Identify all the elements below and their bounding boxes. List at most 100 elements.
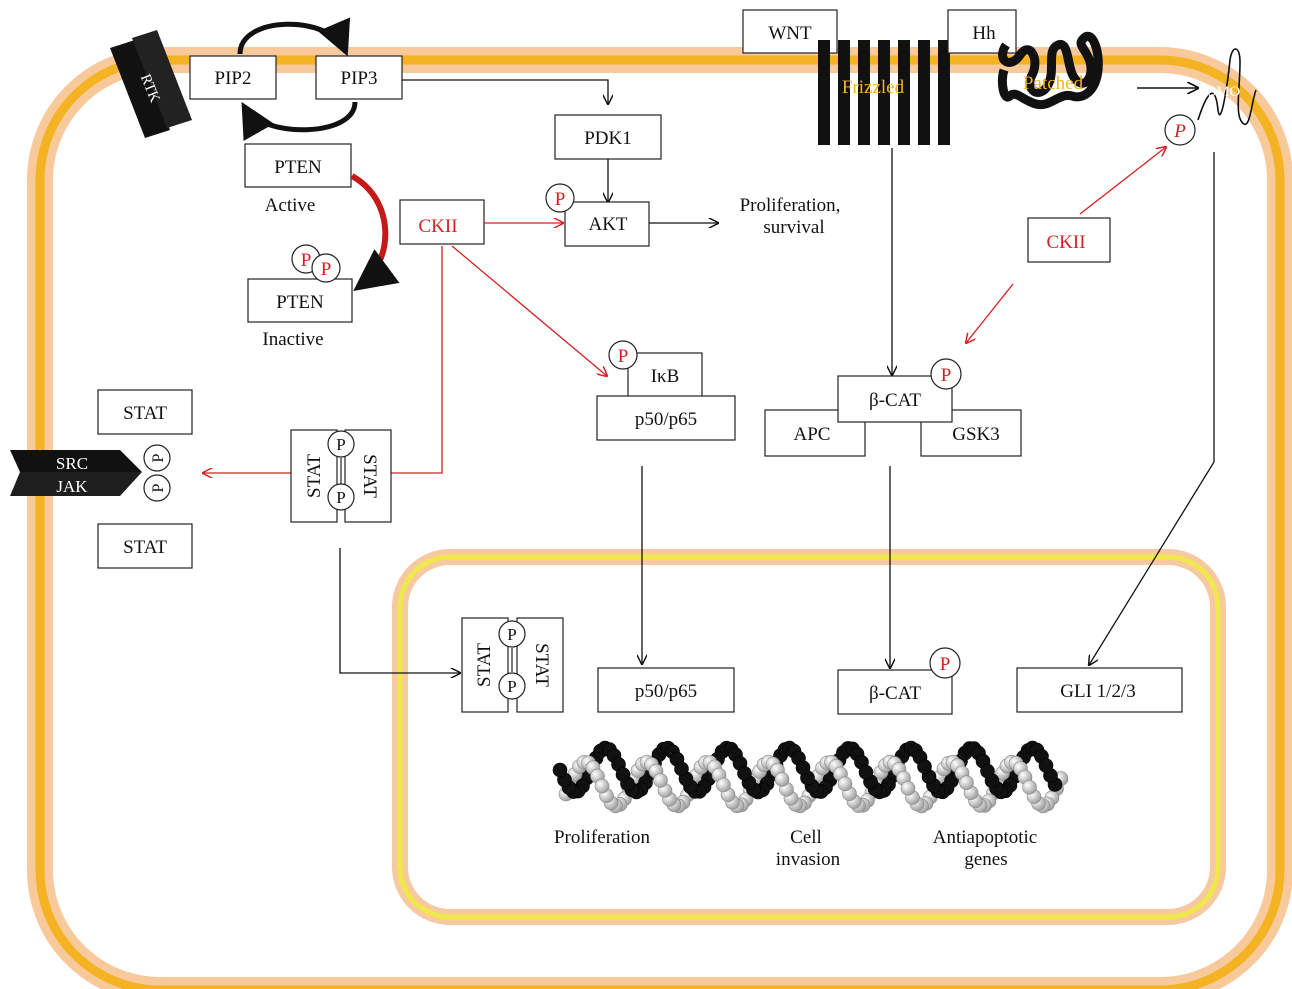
ikb-box: IκB bbox=[627, 352, 703, 398]
bcat-cyto-phospho: P bbox=[930, 358, 962, 390]
nucleus-membrane bbox=[392, 549, 1226, 925]
frizzled-receptor: Frizzled bbox=[818, 40, 950, 145]
stat-dimer-nuc: STAT STAT P P bbox=[461, 617, 564, 713]
svg-text:P: P bbox=[507, 625, 516, 644]
stat-nuclear-translocation-arrow bbox=[339, 548, 460, 673]
dna-bead bbox=[552, 762, 568, 778]
srcjak-phospho-1: P bbox=[143, 444, 171, 472]
dna-bead bbox=[1038, 758, 1054, 773]
pten-active-box: PTEN bbox=[244, 143, 352, 188]
svg-text:P: P bbox=[618, 346, 629, 367]
pip2-label: PIP2 bbox=[215, 68, 252, 89]
gsk3-label: GSK3 bbox=[952, 424, 1000, 445]
pip2-box: PIP2 bbox=[189, 55, 277, 100]
cell-membrane bbox=[27, 47, 1292, 989]
svg-text:P: P bbox=[301, 250, 312, 271]
akt-label: AKT bbox=[588, 214, 627, 235]
ckii-right-label: CKII bbox=[1046, 232, 1085, 253]
bcat-cyto-label: β-CAT bbox=[869, 390, 921, 411]
outcome-cell-invasion-1: Cell bbox=[790, 827, 822, 848]
stat-top-box: STAT bbox=[97, 389, 193, 435]
patched-label: Patched bbox=[1023, 73, 1084, 94]
pten-phospho-2: P bbox=[311, 253, 341, 283]
svg-text:P: P bbox=[336, 435, 345, 454]
smo-phospho: P bbox=[1164, 114, 1196, 146]
dna-bead bbox=[900, 780, 916, 796]
dna-bead bbox=[716, 777, 731, 793]
stat-dimer-left-label: STAT bbox=[304, 454, 325, 498]
pten-inactive-label: PTEN bbox=[276, 292, 324, 313]
outcome-prolif-survival-2: survival bbox=[763, 217, 824, 238]
svg-text:P: P bbox=[555, 189, 566, 210]
svg-text:P: P bbox=[940, 654, 951, 675]
svg-text:P: P bbox=[507, 677, 516, 696]
dna-bead bbox=[837, 776, 853, 792]
pip2-to-pip3-arrow bbox=[237, 17, 350, 57]
p50p65-cyto-label: p50/p65 bbox=[635, 409, 697, 430]
hh-label: Hh bbox=[972, 23, 996, 44]
stat-bottom-box: STAT bbox=[97, 523, 193, 569]
ckii-to-bcat-arrow bbox=[966, 283, 1014, 343]
pip3-label: PIP3 bbox=[341, 68, 378, 89]
ckii-right-box: CKII bbox=[1027, 217, 1111, 263]
srcjak-phospho-2: P bbox=[143, 474, 171, 502]
src-label: SRC bbox=[56, 454, 88, 473]
bcat-nuc-phospho: P bbox=[929, 647, 961, 679]
svg-text:P: P bbox=[321, 259, 332, 280]
pten-inactive-box: PTEN bbox=[247, 278, 353, 323]
smo-receptor: SMO bbox=[1197, 48, 1257, 125]
p50p65-cyto-box: p50/p65 bbox=[596, 395, 736, 441]
gli-label: GLI 1/2/3 bbox=[1060, 681, 1135, 702]
bcat-cyto-box: β-CAT bbox=[837, 375, 953, 423]
pten-active-state: Active bbox=[265, 195, 316, 216]
frizzled-label: Frizzled bbox=[842, 77, 905, 98]
dna-bead bbox=[653, 773, 668, 788]
apc-label: APC bbox=[794, 424, 831, 445]
wnt-label: WNT bbox=[768, 23, 812, 44]
jak-label: JAK bbox=[56, 477, 88, 496]
smo-label: SMO bbox=[1208, 84, 1241, 100]
pten-active-label: PTEN bbox=[274, 157, 322, 178]
outcome-prolif-survival-1: Proliferation, bbox=[740, 195, 841, 216]
ckii-to-smo-arrow bbox=[1079, 147, 1166, 215]
dna-bead bbox=[774, 771, 790, 787]
dna-bead bbox=[594, 778, 610, 794]
pip3-to-pdk1-arrow bbox=[402, 79, 608, 104]
pdk1-box: PDK1 bbox=[554, 114, 662, 160]
svg-text:P: P bbox=[336, 488, 345, 507]
ikb-label: IκB bbox=[651, 366, 680, 387]
akt-box: AKT bbox=[564, 201, 650, 247]
bcat-nuc-box: β-CAT bbox=[837, 669, 953, 715]
ckii-to-ikb-arrow bbox=[451, 245, 607, 376]
smo-to-gli-arrow bbox=[1089, 152, 1215, 665]
svg-text:P: P bbox=[941, 365, 952, 386]
pdk1-label: PDK1 bbox=[584, 128, 632, 149]
dna-bead bbox=[858, 764, 874, 780]
src-jak-receptor: SRC JAK bbox=[10, 450, 142, 496]
dna-bead bbox=[1022, 779, 1037, 795]
rtk-receptor: RTK bbox=[110, 30, 192, 138]
dna-bead bbox=[980, 763, 995, 779]
patched-receptor: Patched bbox=[997, 31, 1103, 110]
ckii-left-label: CKII bbox=[418, 216, 457, 237]
outcome-proliferation: Proliferation bbox=[554, 827, 651, 848]
svg-text:P: P bbox=[150, 483, 167, 492]
stat-top-label: STAT bbox=[123, 403, 167, 424]
p50p65-nuc-box: p50/p65 bbox=[597, 667, 735, 713]
pip3-box: PIP3 bbox=[315, 55, 403, 100]
outcome-antiapoptotic-1: Antiapoptotic bbox=[933, 827, 1037, 848]
stat-nuc-right-label: STAT bbox=[531, 643, 552, 687]
bcat-nuc-label: β-CAT bbox=[869, 683, 921, 704]
svg-text:P: P bbox=[150, 453, 167, 462]
outcome-antiapoptotic-2: genes bbox=[964, 849, 1007, 870]
dna-bead bbox=[917, 759, 932, 774]
dna-bead bbox=[737, 766, 752, 781]
dna-bead bbox=[795, 760, 811, 776]
stat-bottom-label: STAT bbox=[123, 537, 167, 558]
svg-text:P: P bbox=[1173, 121, 1186, 142]
outcome-cell-invasion-2: invasion bbox=[776, 849, 841, 870]
p50p65-nuc-label: p50/p65 bbox=[635, 681, 697, 702]
dna-bead bbox=[959, 775, 974, 791]
dna-bead bbox=[674, 761, 689, 777]
